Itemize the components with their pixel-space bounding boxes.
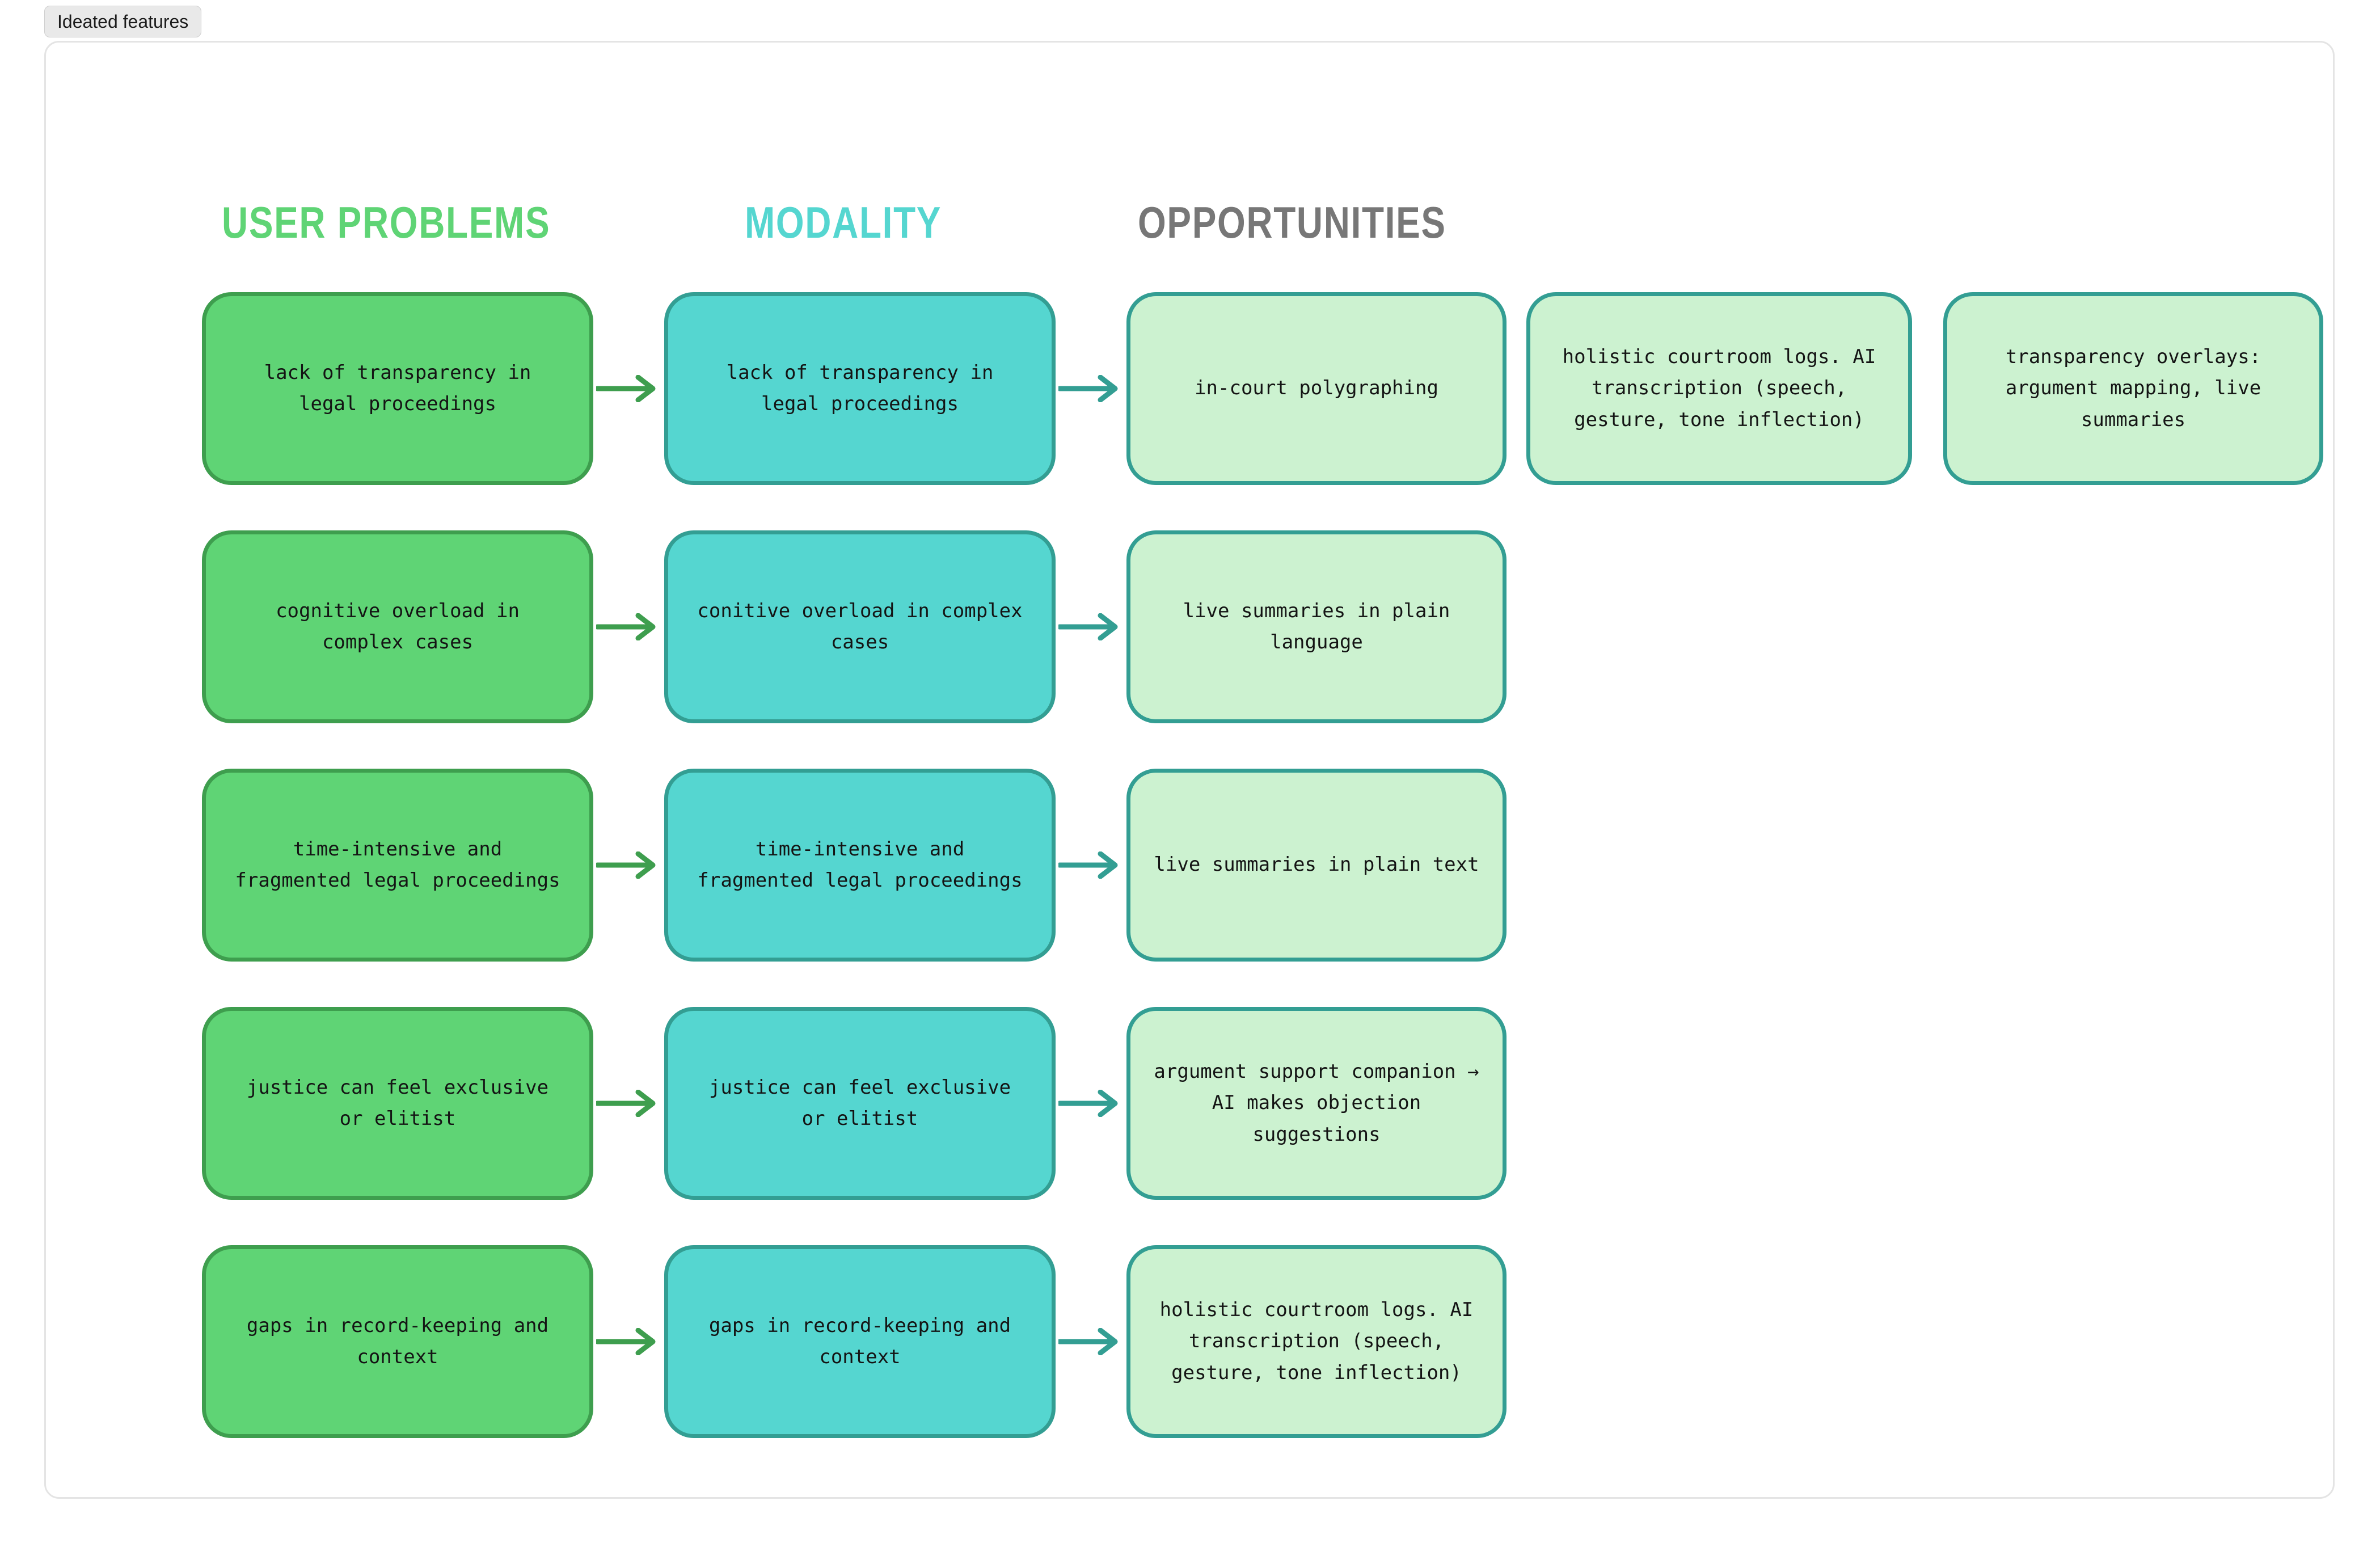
column-header-opportunities: OPPORTUNITIES (1138, 197, 1446, 247)
arrow-right-icon (1058, 1090, 1121, 1117)
flow-row: justice can feel exclusive or elitist ju… (46, 1007, 2333, 1200)
flow-row: cognitive overload in complex cases coni… (46, 530, 2333, 723)
opportunity-node[interactable]: transparency overlays: argument mapping,… (1943, 292, 2323, 485)
opportunity-node[interactable]: argument support companion → AI makes ob… (1126, 1007, 1507, 1200)
diagram-canvas: USER PROBLEMS MODALITY OPPORTUNITIES lac… (44, 41, 2335, 1499)
arrow-right-icon (596, 1328, 659, 1355)
opportunity-node[interactable]: in-court polygraphing (1126, 292, 1507, 485)
modality-node[interactable]: conitive overload in complex cases (664, 530, 1056, 723)
arrow-right-icon (596, 851, 659, 879)
opportunity-node[interactable]: holistic courtroom logs. AI transcriptio… (1526, 292, 1912, 485)
problem-node[interactable]: lack of transparency in legal proceeding… (202, 292, 593, 485)
opportunity-node[interactable]: holistic courtroom logs. AI transcriptio… (1126, 1245, 1507, 1438)
arrow-right-icon (1058, 851, 1121, 879)
arrow-right-icon (596, 375, 659, 402)
arrow-right-icon (1058, 1328, 1121, 1355)
ideated-features-tab[interactable]: Ideated features (44, 6, 202, 37)
tab-label: Ideated features (57, 11, 189, 32)
arrow-right-icon (1058, 375, 1121, 402)
opportunity-node[interactable]: live summaries in plain text (1126, 769, 1507, 962)
opportunity-node[interactable]: live summaries in plain language (1126, 530, 1507, 723)
arrow-right-icon (1058, 613, 1121, 640)
flow-row: lack of transparency in legal proceeding… (46, 292, 2333, 485)
problem-node[interactable]: cognitive overload in complex cases (202, 530, 593, 723)
arrow-right-icon (596, 613, 659, 640)
problem-node[interactable]: time-intensive and fragmented legal proc… (202, 769, 593, 962)
flow-row: time-intensive and fragmented legal proc… (46, 769, 2333, 962)
modality-node[interactable]: time-intensive and fragmented legal proc… (664, 769, 1056, 962)
problem-node[interactable]: gaps in record-keeping and context (202, 1245, 593, 1438)
flow-row: gaps in record-keeping and context gaps … (46, 1245, 2333, 1438)
column-header-modality: MODALITY (745, 197, 942, 247)
modality-node[interactable]: justice can feel exclusive or elitist (664, 1007, 1056, 1200)
arrow-right-icon (596, 1090, 659, 1117)
modality-node[interactable]: lack of transparency in legal proceeding… (664, 292, 1056, 485)
modality-node[interactable]: gaps in record-keeping and context (664, 1245, 1056, 1438)
problem-node[interactable]: justice can feel exclusive or elitist (202, 1007, 593, 1200)
column-header-user-problems: USER PROBLEMS (222, 197, 551, 247)
